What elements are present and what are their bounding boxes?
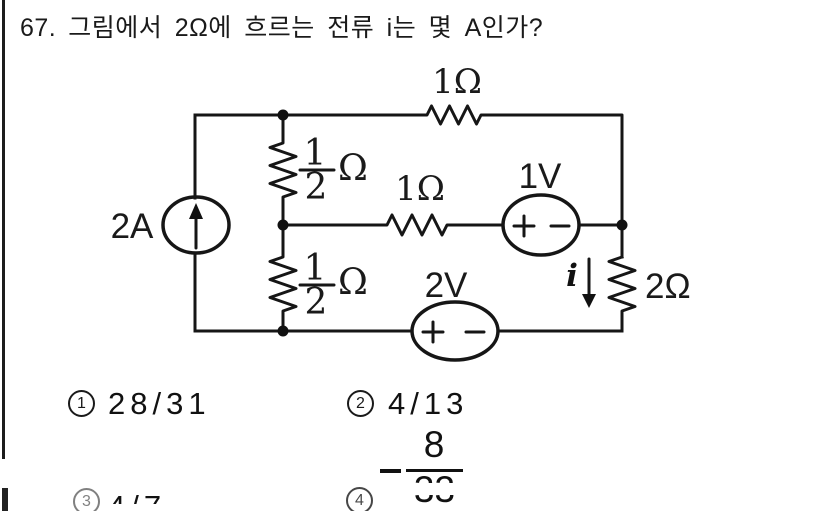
choice-3-digit: 3 <box>82 492 91 510</box>
middle-wire-with-1ohm-resistor <box>281 213 505 237</box>
page-left-border-bottom <box>2 488 8 511</box>
choice-4-fraction-bar <box>406 468 463 472</box>
choice-4-fraction-numerator: 8 <box>423 424 445 465</box>
choice-2-label: 4/13 <box>388 386 469 421</box>
current-i-arrow-head <box>582 294 596 308</box>
question-line: 67. 그림에서 2Ω에 흐르는 전류 i는 몇 A인가? <box>20 13 543 43</box>
scan-fade <box>400 483 470 495</box>
top-resistor-label: 1Ω <box>432 62 482 102</box>
choice-2-marker: 2 <box>347 390 374 417</box>
half-ohm-top-unit: Ω <box>338 148 368 189</box>
choice-4-minus-sign <box>380 469 401 473</box>
question-text: 그림에서 2Ω에 흐르는 전류 i는 몇 A인가? <box>68 14 544 42</box>
voltage-source-2v-circle <box>410 300 500 362</box>
half-ohm-resistor-bottom-zigzag <box>268 223 298 333</box>
plus-sign-icon <box>512 214 536 238</box>
choice-4-digit: 4 <box>355 491 364 509</box>
half-ohm-top-numerator: 1 <box>304 133 327 174</box>
scan-fade <box>402 504 468 511</box>
scan-fade <box>100 504 185 511</box>
current-source-arrow-head <box>189 203 203 219</box>
choice-1-digit: 1 <box>77 394 86 412</box>
choice-4-marker: 4 <box>346 487 373 511</box>
choice-3-marker: 3 <box>73 488 100 511</box>
half-ohm-bottom-denominator: 2 <box>305 282 328 323</box>
voltage-source-2v-label: 2V <box>425 266 468 305</box>
right-2ohm-resistor-zigzag <box>607 255 637 333</box>
choice-1-label: 28/31 <box>108 386 211 421</box>
voltage-source-1v-label: 1V <box>519 157 562 196</box>
voltage-source-1v-circle <box>501 193 581 257</box>
junction-dot <box>277 325 289 337</box>
current-source-circle <box>161 195 231 255</box>
junction-dot <box>616 219 628 231</box>
choice-1-marker: 1 <box>68 390 95 417</box>
right-resistor-label: 2Ω <box>645 267 691 306</box>
question-number: 67. <box>20 14 57 42</box>
current-source-label: 2A <box>111 207 154 246</box>
current-i-label: i <box>566 258 578 294</box>
junction-dot <box>277 109 289 121</box>
half-ohm-resistor-top-zigzag <box>268 113 298 227</box>
top-wire-with-1ohm-resistor <box>193 104 624 259</box>
page-left-border <box>2 0 5 459</box>
half-ohm-top-denominator: 2 <box>305 167 328 208</box>
half-ohm-bottom-unit: Ω <box>338 262 368 303</box>
middle-resistor-label: 1Ω <box>395 169 445 209</box>
junction-dot <box>277 219 289 231</box>
plus-sign-icon <box>421 320 445 344</box>
choice-2-digit: 2 <box>356 394 365 412</box>
half-ohm-bottom-numerator: 1 <box>304 248 327 289</box>
